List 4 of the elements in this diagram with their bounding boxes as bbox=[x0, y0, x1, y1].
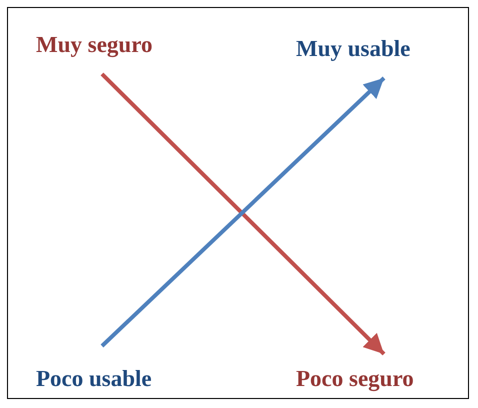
axis-label: Muy usable bbox=[296, 36, 456, 78]
axis-label: Poco seguro bbox=[296, 354, 466, 392]
axis-label: Muy seguro bbox=[36, 32, 196, 74]
axis-label: Poco usable bbox=[36, 346, 206, 392]
